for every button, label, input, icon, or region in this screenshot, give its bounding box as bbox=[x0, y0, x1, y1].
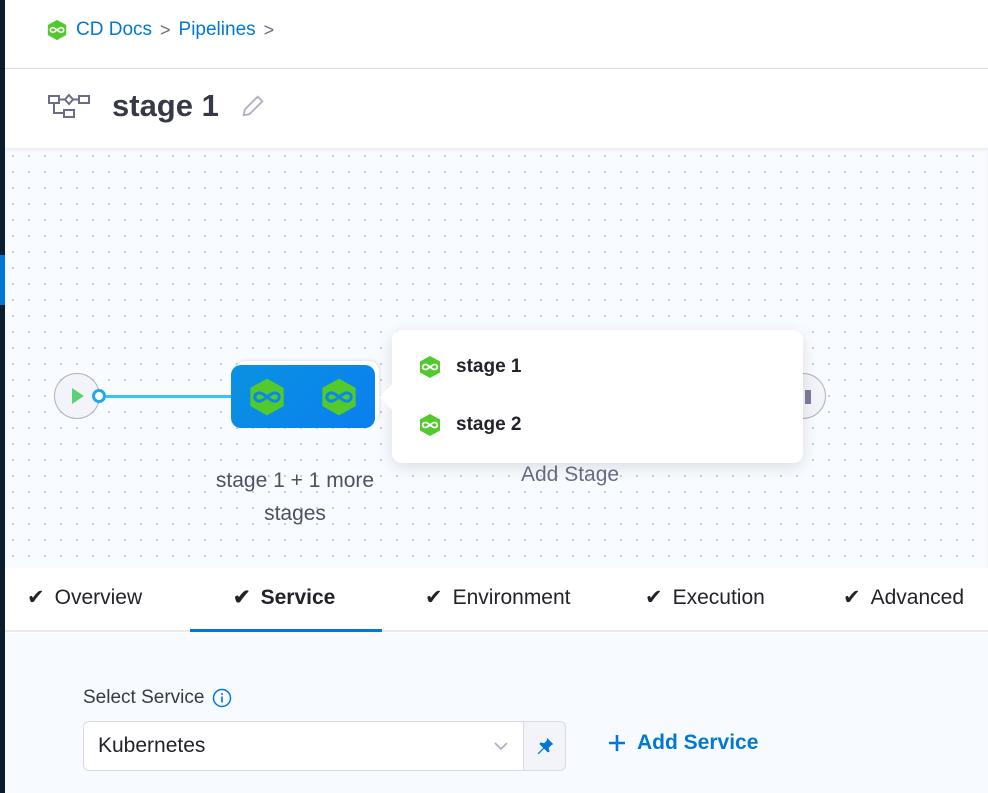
plus-icon bbox=[609, 735, 625, 751]
breadcrumb-cd-docs[interactable]: CD Docs bbox=[76, 19, 153, 40]
popover-item-label: stage 2 bbox=[456, 414, 522, 435]
tab-label: Environment bbox=[452, 585, 571, 609]
pin-icon bbox=[537, 737, 553, 755]
tab-label: Overview bbox=[54, 585, 143, 609]
divider bbox=[5, 68, 988, 69]
chevron-right-icon: > bbox=[160, 19, 171, 40]
stage-group-label: stage 1 + 1 more stages bbox=[215, 469, 375, 525]
info-icon[interactable] bbox=[212, 688, 232, 708]
breadcrumb-pipelines[interactable]: Pipelines bbox=[178, 19, 256, 40]
connector-dot bbox=[92, 389, 106, 403]
tab-environment[interactable]: ✔ Environment bbox=[425, 585, 571, 610]
stage-group-popover: stage 1 stage 2 bbox=[379, 330, 803, 463]
play-icon bbox=[71, 387, 84, 404]
pin-button[interactable] bbox=[523, 721, 566, 771]
cd-module-icon bbox=[46, 19, 68, 41]
tab-execution[interactable]: ✔ Execution bbox=[645, 585, 765, 610]
service-select[interactable]: Kubernetes bbox=[83, 721, 524, 771]
tab-advanced[interactable]: ✔ Advanced bbox=[843, 585, 964, 610]
tab-service[interactable]: ✔ Service bbox=[233, 585, 335, 610]
cd-stage-icon bbox=[418, 355, 442, 379]
check-icon: ✔ bbox=[425, 586, 443, 609]
chevron-down-icon bbox=[494, 742, 508, 751]
tab-label: Execution bbox=[672, 585, 765, 609]
popover-item-stage-2[interactable]: stage 2 bbox=[418, 413, 521, 437]
tab-label: Service bbox=[260, 585, 336, 609]
cd-stage-icon bbox=[247, 377, 287, 417]
pipeline-stage-icon bbox=[48, 93, 90, 118]
check-icon: ✔ bbox=[843, 586, 861, 609]
service-select-value: Kubernetes bbox=[98, 734, 206, 757]
check-icon: ✔ bbox=[27, 586, 45, 609]
popover-item-stage-1[interactable]: stage 1 bbox=[418, 355, 521, 379]
add-stage-label[interactable]: Add Stage bbox=[521, 463, 620, 486]
page-title: stage 1 bbox=[112, 88, 219, 123]
breadcrumb: CD Docs > Pipelines > bbox=[46, 19, 274, 41]
cd-stage-icon bbox=[319, 377, 359, 417]
field-label: Select Service bbox=[83, 687, 205, 708]
popover-item-label: stage 1 bbox=[456, 356, 522, 377]
cd-stage-icon bbox=[418, 413, 442, 437]
add-service-label: Add Service bbox=[637, 731, 759, 754]
app-sidebar-edge bbox=[0, 0, 5, 793]
tab-label: Advanced bbox=[870, 585, 965, 609]
edit-pencil-icon[interactable] bbox=[239, 92, 267, 120]
pipeline-link bbox=[106, 395, 234, 398]
add-service-button[interactable]: Add Service bbox=[607, 731, 758, 755]
chevron-right-icon: > bbox=[263, 19, 275, 40]
check-icon: ✔ bbox=[645, 586, 663, 609]
page-header: stage 1 bbox=[48, 88, 267, 124]
active-tab-indicator bbox=[190, 629, 382, 632]
stage-tabs: ✔ Overview ✔ Service ✔ Environment ✔ Executi… bbox=[5, 568, 988, 632]
stop-icon bbox=[805, 390, 811, 404]
stage-group-node[interactable] bbox=[231, 365, 375, 428]
check-icon: ✔ bbox=[233, 586, 251, 609]
select-service-label: Select Service bbox=[83, 687, 232, 709]
tab-overview[interactable]: ✔ Overview bbox=[27, 585, 142, 610]
